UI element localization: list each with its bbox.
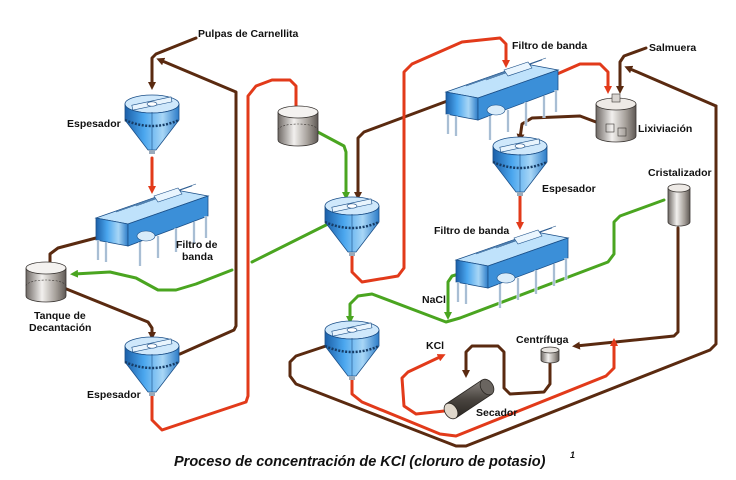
pipe-centrifuga-to-secador [462, 344, 552, 396]
label-centrifuga: Centrífuga [516, 334, 569, 346]
label-pulpas: Pulpas de Carnellita [198, 28, 299, 40]
diagram-caption: Proceso de concentración de KCl (cloruro… [174, 454, 546, 470]
pipe-esp-overflow-to-tanque [74, 218, 338, 292]
filtro-banda-2-equipment [444, 56, 560, 142]
label-cristalizador: Cristalizador [648, 167, 712, 179]
cristalizador-equipment [667, 183, 691, 227]
pipe-pulpas-feed [148, 36, 198, 90]
label-espesador-1: Espesador [67, 118, 121, 130]
filtro-banda-3-equipment [454, 224, 570, 310]
espesador-bottom-center-equipment [323, 319, 381, 382]
espesador-bottom-left-equipment [123, 335, 181, 398]
pipe-esp-to-filtro2 [350, 36, 510, 284]
label-nacl: NaCl [422, 294, 446, 306]
pipe-filtro2-to-esp [354, 98, 452, 200]
label-tanque-line2: Decantación [29, 322, 91, 334]
pipe-tanque-to-esp [62, 286, 156, 340]
label-espesador-2: Espesador [87, 389, 141, 401]
label-secador: Secador [476, 407, 517, 419]
tanque-decantacion-equipment [25, 261, 67, 303]
caption-footnote-marker: 1 [570, 450, 575, 460]
pipe-cristalizador-to-centrifuga [572, 226, 680, 350]
label-lixiviacion: Lixiviación [638, 123, 692, 135]
espesador-1-equipment [123, 93, 181, 156]
pipe-lixiviacion-to-esp3 [516, 114, 598, 142]
pipe-cristalizador-to-esp [346, 198, 666, 324]
gray-tank-top-equipment [277, 105, 319, 147]
label-filtro-1-line2: banda [182, 251, 213, 263]
pipe-salmuera-feed [616, 46, 648, 94]
pipe-brown-return-left [156, 57, 238, 356]
label-tanque-line1: Tanque de [34, 310, 86, 322]
espesador-3-equipment [491, 135, 549, 198]
pipe-secador-to-kcl [400, 354, 456, 416]
secador-equipment [443, 378, 495, 420]
label-kcl: KCl [426, 340, 444, 352]
label-espesador-3: Espesador [542, 183, 596, 195]
centrifuga-equipment [540, 346, 560, 364]
pipe-graytank-to-esp [312, 128, 350, 200]
pipe-brown-return-right [288, 104, 718, 448]
pipe-red-loop-left [150, 78, 300, 432]
label-filtro-3: Filtro de banda [434, 225, 509, 237]
pipe-filtro2-to-lixiviacion [546, 62, 612, 94]
pipe-brown-return-right-top [624, 65, 718, 108]
lixiviacion-equipment [595, 93, 637, 143]
label-filtro-2: Filtro de banda [512, 40, 587, 52]
pipe-red-bottom [350, 338, 618, 438]
espesador-center-equipment [323, 195, 381, 258]
label-salmuera: Salmuera [649, 42, 696, 54]
label-filtro-1-line1: Filtro de [176, 239, 218, 251]
